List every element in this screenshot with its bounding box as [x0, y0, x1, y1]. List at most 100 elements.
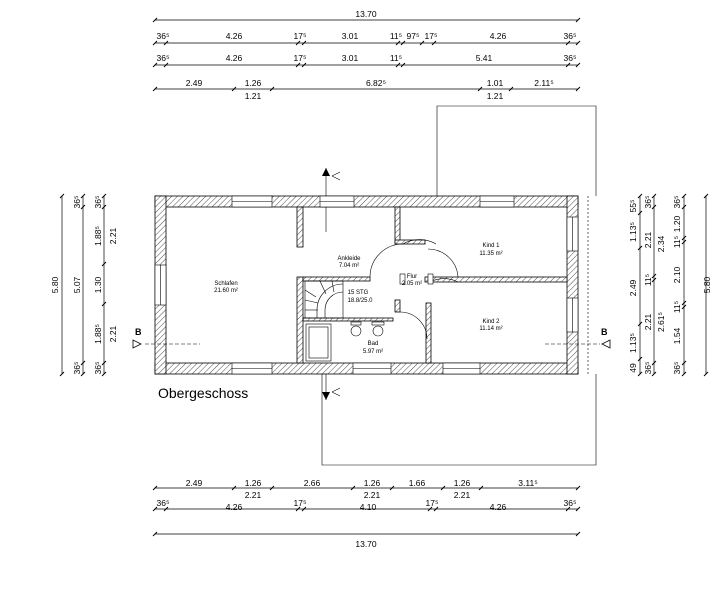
top-row1-dim: 17⁵	[425, 31, 438, 41]
top-row1-dim: 4.26	[226, 31, 243, 41]
bottom-row1-dim: 3.11⁵	[518, 478, 537, 488]
bottom-row1-dim: 1.26	[454, 478, 471, 488]
top-row1-dim: 11⁵	[390, 31, 402, 41]
right-a-dim: 49	[628, 363, 638, 373]
left-dimensions: 5.80 5.07 36⁵ 36⁵ 36⁵ 1.88⁵ 1.30 1.88⁵ 3…	[50, 193, 118, 377]
room-area: 5.97 m²	[363, 349, 383, 355]
room-name: Kind 2	[482, 319, 500, 325]
top-row3-dim: 1.26	[245, 78, 262, 88]
stair-label: 15 STG	[348, 290, 369, 296]
right-a-dim: 1.13⁵	[628, 222, 638, 242]
right-dimensions: 55⁵ 1.13⁵ 2.49 1.13⁵ 49 36⁵ 2.21 11⁵ 2.2…	[628, 193, 712, 377]
right-d-dim: 1.20	[672, 215, 682, 232]
top-row1-dim: 36⁵	[564, 31, 577, 41]
top-row2-dim: 17⁵	[294, 53, 307, 63]
top-row3-dim: 2.11⁵	[534, 78, 553, 88]
top-row3-dim: 1.01	[487, 78, 504, 88]
bottom-row2-dim: 4.26	[226, 502, 243, 512]
right-b-dim: 2.21	[643, 313, 653, 330]
right-d-dim: 36⁵	[672, 196, 682, 209]
top-overall-dim: 13.70	[355, 9, 377, 19]
top-row2-dim: 36⁵	[564, 53, 577, 63]
left-sub-dim: 2.21	[108, 325, 118, 342]
bottom-row1-sub-dim: 2.21	[454, 490, 471, 500]
left-seg-dim: 36⁵	[93, 196, 103, 209]
bottom-overall-dim: 13.70	[355, 539, 377, 549]
left-inner-dim: 5.07	[72, 276, 82, 293]
bottom-row1-dim: 1.26	[245, 478, 262, 488]
room-name: Ankleide	[337, 256, 361, 262]
top-row2-dim: 3.01	[342, 53, 359, 63]
top-dimensions: 13.70 36⁵ 4.26 17⁵ 3.01 11⁵ 97⁵ 17⁵ 4.26…	[152, 9, 581, 101]
room-area: 2.05 m²	[402, 281, 422, 287]
right-d-dim: 11⁵	[672, 301, 682, 313]
right-c-dim: 2.34	[656, 235, 666, 252]
room-area: 21.60 m²	[214, 288, 238, 294]
section-label-left: B	[135, 327, 142, 337]
left-seg-dim: 1.88⁵	[93, 324, 103, 344]
bottom-row2-dim: 17⁵	[426, 498, 439, 508]
plan-title: Obergeschoss	[158, 385, 248, 401]
right-a-dim: 2.49	[628, 279, 638, 296]
right-d-dim: 36⁵	[672, 362, 682, 375]
room-area: 7.04 m²	[339, 263, 359, 269]
windows	[154, 195, 579, 375]
bottom-row1-dim: 1.26	[364, 478, 381, 488]
bottom-row2-dim: 36⁵	[564, 498, 577, 508]
bottom-row2-dim: 17⁵	[294, 498, 307, 508]
doors	[325, 207, 459, 340]
top-row2-dim: 4.26	[226, 53, 243, 63]
room-name: Schlafen	[214, 281, 237, 287]
bottom-row2-dim: 36⁵	[157, 498, 170, 508]
left-edge-dim: 36⁵	[72, 196, 82, 209]
left-edge-dim: 36⁵	[72, 362, 82, 375]
right-c-dim: 2.61⁵	[656, 312, 666, 332]
right-b-dim: 36⁵	[643, 196, 653, 209]
right-d-dim: 11⁵	[672, 236, 682, 248]
room-name: Kind 1	[482, 243, 500, 249]
section-markers: B B	[132, 327, 611, 349]
top-row3-sub-dim: 1.21	[487, 91, 504, 101]
bottom-dimensions: 2.49 1.26 2.66 1.26 1.66 1.26 3.11⁵ 2.21…	[152, 478, 581, 549]
bottom-row2-dim: 4.10	[360, 502, 377, 512]
right-b-dim: 11⁵	[643, 274, 653, 286]
section-arrow-icon	[132, 339, 142, 349]
top-row1-dim: 3.01	[342, 31, 359, 41]
bottom-row1-dim: 1.66	[409, 478, 426, 488]
bottom-row1-dim: 2.66	[304, 478, 321, 488]
top-row3-sub-dim: 1.21	[245, 91, 262, 101]
left-sub-dim: 2.21	[108, 227, 118, 244]
right-b-dim: 36⁵	[643, 362, 653, 375]
top-row2-dim: 5.41	[476, 53, 493, 63]
top-row1-dim: 97⁵	[407, 31, 420, 41]
right-a-dim: 55⁵	[628, 200, 638, 213]
left-seg-dim: 36⁵	[93, 362, 103, 375]
room-labels: Schlafen 21.60 m² Ankleide 7.04 m² Flur …	[214, 243, 502, 355]
room-area: 11.35 m²	[479, 251, 502, 257]
bottom-row1-sub-dim: 2.21	[364, 490, 381, 500]
room-area: 11.14 m²	[479, 326, 502, 332]
room-name: Flur	[407, 274, 417, 280]
top-row1-dim: 36⁵	[157, 31, 170, 41]
left-seg-dim: 1.88⁵	[93, 226, 103, 246]
section-arrow-icon	[322, 392, 330, 400]
section-label-right: B	[601, 327, 608, 337]
bath-fixtures	[305, 321, 385, 362]
left-overall-dim: 5.80	[50, 276, 60, 293]
top-row1-dim: 4.26	[490, 31, 507, 41]
top-row1-dim: 17⁵	[294, 31, 307, 41]
right-a-dim: 1.13⁵	[628, 333, 638, 353]
staircase: 15 STG 18.8/25.0	[304, 280, 373, 319]
right-d-dim: 2.10	[672, 266, 682, 283]
right-d-dim: 1.54	[672, 327, 682, 344]
projection-lines	[321, 105, 597, 466]
bottom-row2-dim: 4.26	[490, 502, 507, 512]
top-row2-dim: 11⁵	[390, 53, 402, 63]
section-arrow-icon	[601, 339, 611, 349]
left-seg-dim: 1.30	[93, 276, 103, 293]
top-row3-dim: 2.49	[186, 78, 203, 88]
section-arrow-icon	[322, 168, 330, 176]
stair-ratio: 18.8/25.0	[347, 298, 373, 304]
room-name: Bad	[368, 341, 379, 347]
